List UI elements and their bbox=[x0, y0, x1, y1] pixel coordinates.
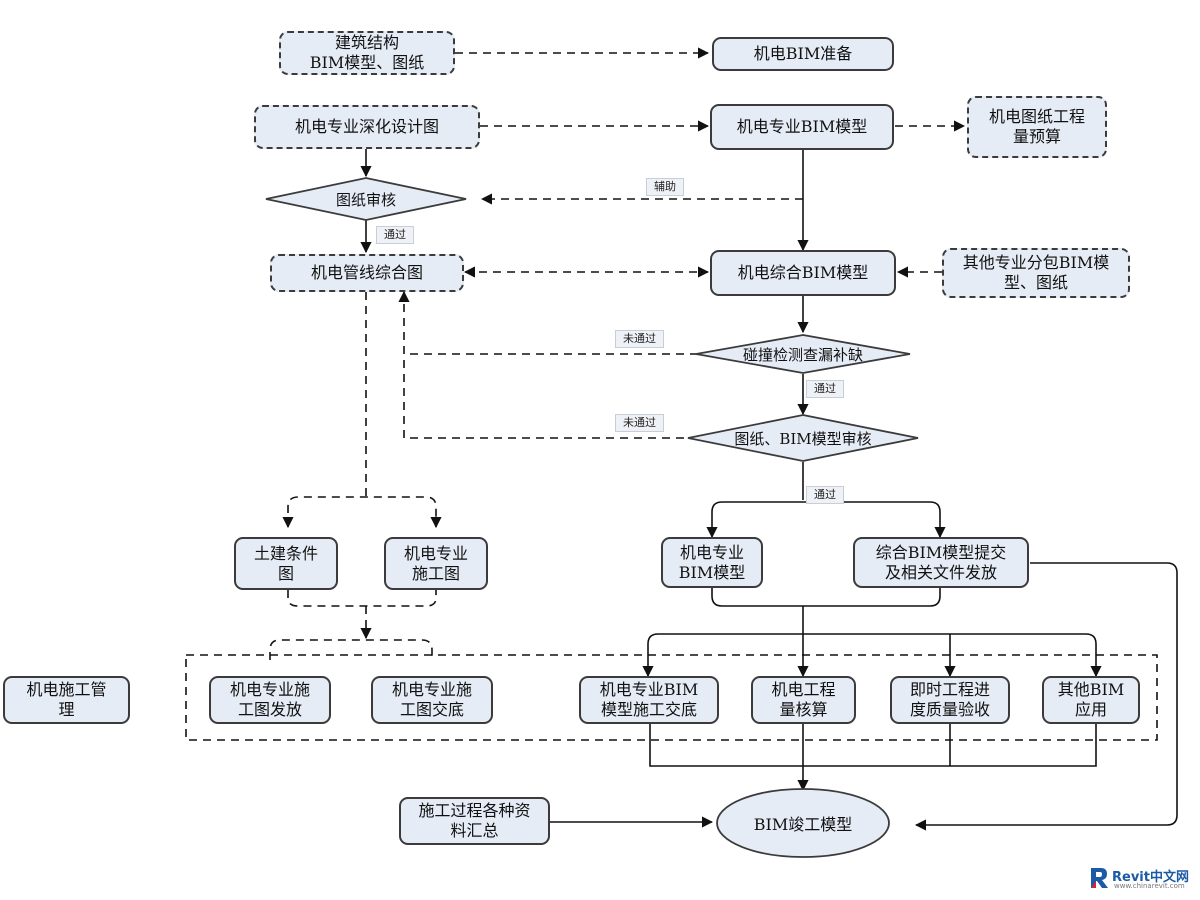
logo-name: Revit中文网 bbox=[1112, 870, 1189, 885]
drawing-review-label: 图纸审核 bbox=[335, 190, 396, 209]
budget-node: 机电图纸工程量预算 bbox=[967, 96, 1107, 158]
mep-model-node: 机电专业BIM模型 bbox=[710, 104, 894, 150]
clash-check-label: 碰撞检测查漏补缺 bbox=[742, 345, 863, 364]
other-models-node: 其他专业分包BIM模型、图纸 bbox=[942, 248, 1130, 298]
fail-label-bim-review: 未通过 bbox=[615, 414, 664, 432]
quality-accept-node: 即时工程进度质量验收 bbox=[890, 676, 1010, 724]
mep-prep-node: 机电BIM准备 bbox=[712, 37, 894, 71]
logo-url: www.chinarevit.com bbox=[1114, 882, 1185, 890]
as-built-ellipse bbox=[716, 788, 890, 858]
combined-model-node: 机电综合BIM模型 bbox=[710, 250, 896, 296]
revit-logo: Revit中文网 www.chinarevit.com bbox=[1088, 866, 1198, 896]
briefing-node: 机电专业施工图交底 bbox=[371, 676, 493, 724]
pass-label-review: 通过 bbox=[376, 226, 414, 244]
clash-check-diamond bbox=[695, 334, 911, 374]
drawing-review-diamond bbox=[265, 177, 467, 221]
management-node: 机电施工管理 bbox=[3, 676, 130, 724]
quantity-check-node: 机电工程量核算 bbox=[751, 676, 856, 724]
pass-label-clash: 通过 bbox=[806, 380, 844, 398]
as-built-label: BIM竣工模型 bbox=[753, 815, 853, 834]
submit-model-node: 综合BIM模型提交及相关文件发放 bbox=[853, 537, 1029, 588]
civil-condition-node: 土建条件图 bbox=[234, 537, 338, 590]
revit-r-icon bbox=[1091, 868, 1108, 888]
issue-drawing-node: 机电专业施工图发放 bbox=[209, 676, 331, 724]
assist-label: 辅助 bbox=[646, 178, 684, 196]
fail-label-clash: 未通过 bbox=[615, 330, 664, 348]
bim-review-diamond bbox=[687, 414, 919, 462]
mep-detail-design-node: 机电专业深化设计图 bbox=[254, 105, 480, 149]
data-summary-node: 施工过程各种资料汇总 bbox=[399, 797, 550, 845]
bim-review-label: 图纸、BIM模型审核 bbox=[734, 429, 872, 448]
mep-construction-drawing-node: 机电专业施工图 bbox=[384, 537, 488, 590]
pass-label-bim-review: 通过 bbox=[806, 486, 844, 504]
pipe-drawing-node: 机电管线综合图 bbox=[270, 254, 464, 292]
